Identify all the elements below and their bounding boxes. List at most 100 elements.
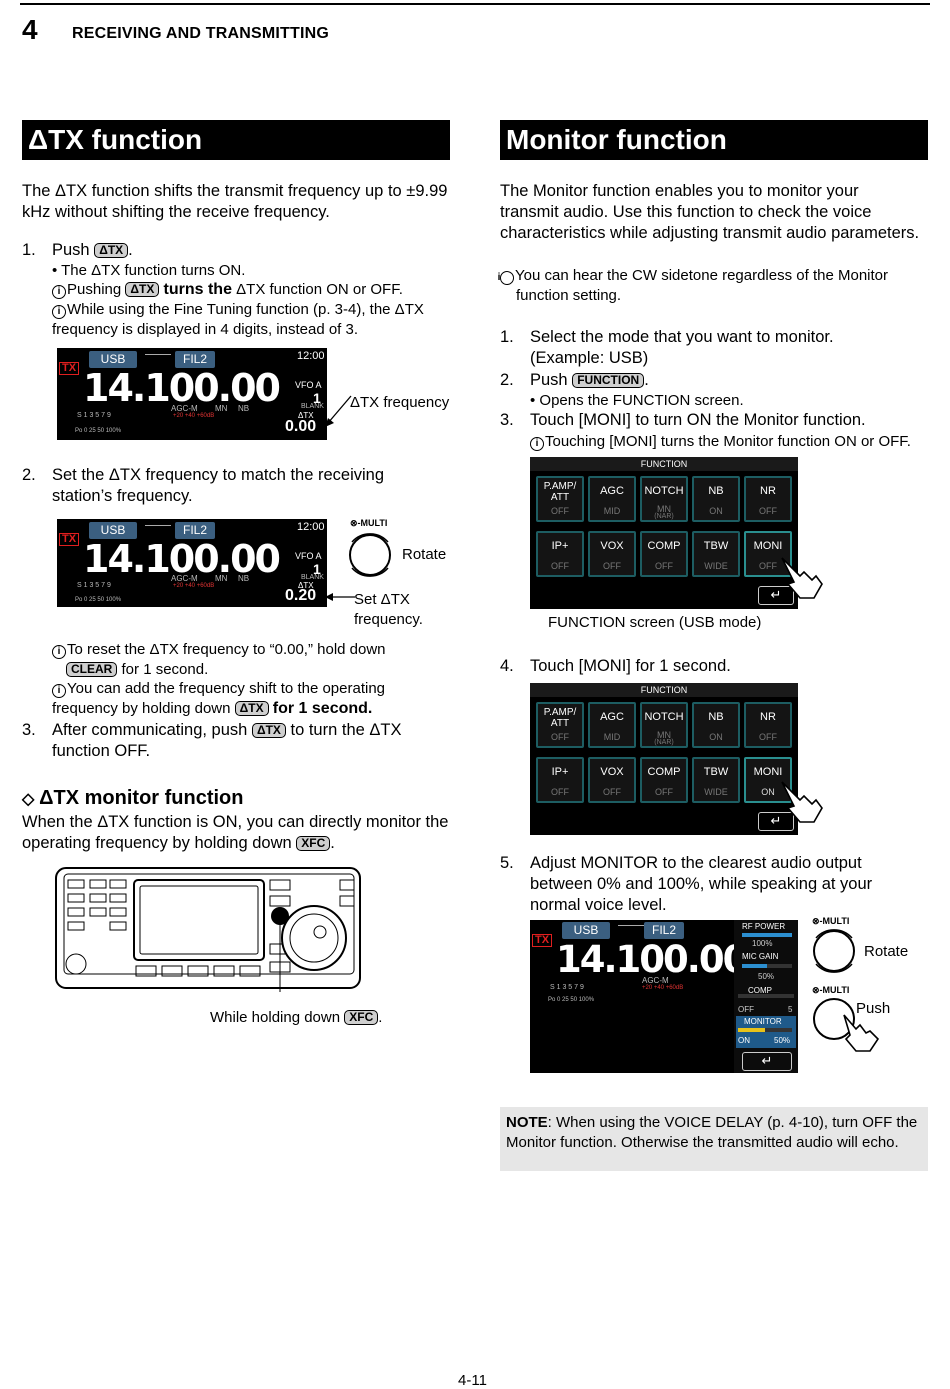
mic-gain-fill bbox=[742, 964, 767, 968]
fn-button-label: NR bbox=[760, 485, 776, 497]
mic-gain-label: MIC GAIN bbox=[742, 952, 779, 961]
fn-button-ip+[interactable]: IP+OFF bbox=[536, 757, 584, 803]
rotate-label: Rotate bbox=[864, 943, 909, 960]
rotate-label: Rotate bbox=[402, 546, 447, 563]
step-3-number: 3. bbox=[22, 721, 36, 739]
fn-button-state: OFF bbox=[603, 787, 621, 797]
set-delta-tx-label: Set ΔTX frequency. bbox=[354, 591, 423, 628]
monitor-intro: The Monitor function enables you to moni… bbox=[500, 182, 920, 242]
clear-key: CLEAR bbox=[66, 661, 118, 677]
multi-text: MULTI bbox=[360, 518, 388, 528]
vfo-number: 1 bbox=[313, 390, 321, 406]
fn-button-label: P.AMP/ ATT bbox=[543, 481, 577, 503]
fn-button-state: MID bbox=[603, 732, 621, 742]
filter-shape-icon bbox=[145, 354, 171, 365]
multi-knob-push-icon bbox=[813, 998, 880, 1052]
s-meter-scale: S 1 3 5 7 9 bbox=[77, 582, 111, 589]
agc-label: AGC-M bbox=[642, 976, 669, 985]
fn-button-state: WIDE bbox=[704, 787, 728, 797]
s-meter-scale: S 1 3 5 7 9 bbox=[550, 984, 584, 991]
mn-label: MN bbox=[215, 574, 228, 583]
back-button[interactable]: ↵ bbox=[758, 812, 794, 831]
fn-button-label: P.AMP/ ATT bbox=[543, 707, 577, 729]
mode-tag: USB bbox=[562, 922, 610, 939]
hand-pointer-icon bbox=[781, 781, 823, 823]
fn-button-label: MONI bbox=[753, 540, 783, 552]
holding-caption: While holding down XFC. bbox=[210, 1008, 382, 1028]
frequency-display: 14.100.00 bbox=[83, 537, 281, 581]
mn-label: MN bbox=[215, 404, 228, 413]
fn-button-label: VOX bbox=[600, 540, 624, 552]
comp-bar bbox=[738, 994, 794, 998]
fn-button-label: IP+ bbox=[551, 766, 569, 778]
fn-button-ip+[interactable]: IP+OFF bbox=[536, 531, 584, 577]
info-icon: i bbox=[52, 684, 66, 698]
agc-label: AGC-M bbox=[171, 574, 198, 583]
delta-tx-key: ΔTX bbox=[234, 700, 269, 716]
fn-button-label: VOX bbox=[600, 766, 624, 778]
comp-value: 5 bbox=[788, 1005, 793, 1014]
callout-arrow bbox=[325, 593, 355, 601]
s-meter-plus: +20 +40 +60dB bbox=[642, 985, 684, 991]
info-text: You can hear the CW sidetone regardless … bbox=[515, 267, 888, 304]
vfo-label: VFO A bbox=[295, 380, 322, 390]
step-2-number: 2. bbox=[22, 466, 36, 484]
fn-button-label: NOTCH bbox=[644, 485, 684, 497]
delta-tx-label: ΔTX bbox=[298, 411, 314, 420]
top-rule bbox=[20, 3, 930, 5]
radio-screen-delta-tx: TX USB FIL2 12:00 14.100.00 VFO A 1 BLAN… bbox=[57, 348, 327, 440]
monitor-item[interactable]: MONITOR ON 50% bbox=[736, 1016, 796, 1048]
fn-button-vox[interactable]: VOX OFF bbox=[588, 757, 636, 803]
info-text: You can add the frequency shift to the o… bbox=[52, 680, 386, 717]
nb-label: NB bbox=[238, 574, 250, 583]
section-title-delta-tx: ΔTX function bbox=[22, 120, 450, 160]
r-step-2-number: 2. bbox=[500, 371, 514, 389]
info-text: While using the Fine Tuning function (p.… bbox=[52, 301, 424, 338]
r-step-5-text: Adjust MONITOR to the clearest audio out… bbox=[530, 854, 873, 914]
agc-label: AGC-M bbox=[171, 404, 198, 413]
back-button[interactable]: ↵ bbox=[758, 586, 794, 605]
info-text: Touching [MONI] turns the Monitor functi… bbox=[545, 433, 911, 450]
delta-tx-key: ΔTX bbox=[125, 282, 160, 297]
filter-shape-icon bbox=[618, 925, 644, 936]
rf-power-fill bbox=[742, 933, 792, 937]
fn-button-sub: (NAR) bbox=[654, 739, 674, 746]
frequency-display: 14.100.00 bbox=[83, 366, 281, 410]
multi-text: MULTI bbox=[822, 916, 850, 926]
clock: 12:00 bbox=[297, 350, 325, 362]
back-button[interactable]: ↵ bbox=[742, 1052, 792, 1071]
mode-tag: USB bbox=[89, 522, 137, 539]
mic-gain-bar bbox=[742, 964, 792, 968]
mode-tag: USB bbox=[89, 351, 137, 368]
delta-tx-key: ΔTX bbox=[251, 723, 286, 738]
r-step-1-text: Select the mode that you want to monitor… bbox=[530, 328, 834, 367]
r-step-2-dot: . bbox=[644, 371, 649, 389]
r-step-5-number: 5. bbox=[500, 854, 514, 872]
xfc-key: XFC bbox=[296, 836, 331, 851]
info-text: ΔTX function ON or OFF. bbox=[236, 281, 403, 298]
step-2-text: Set the ΔTX frequency to match the recei… bbox=[52, 466, 385, 505]
multi-label: ⊗-MULTI bbox=[350, 518, 388, 528]
